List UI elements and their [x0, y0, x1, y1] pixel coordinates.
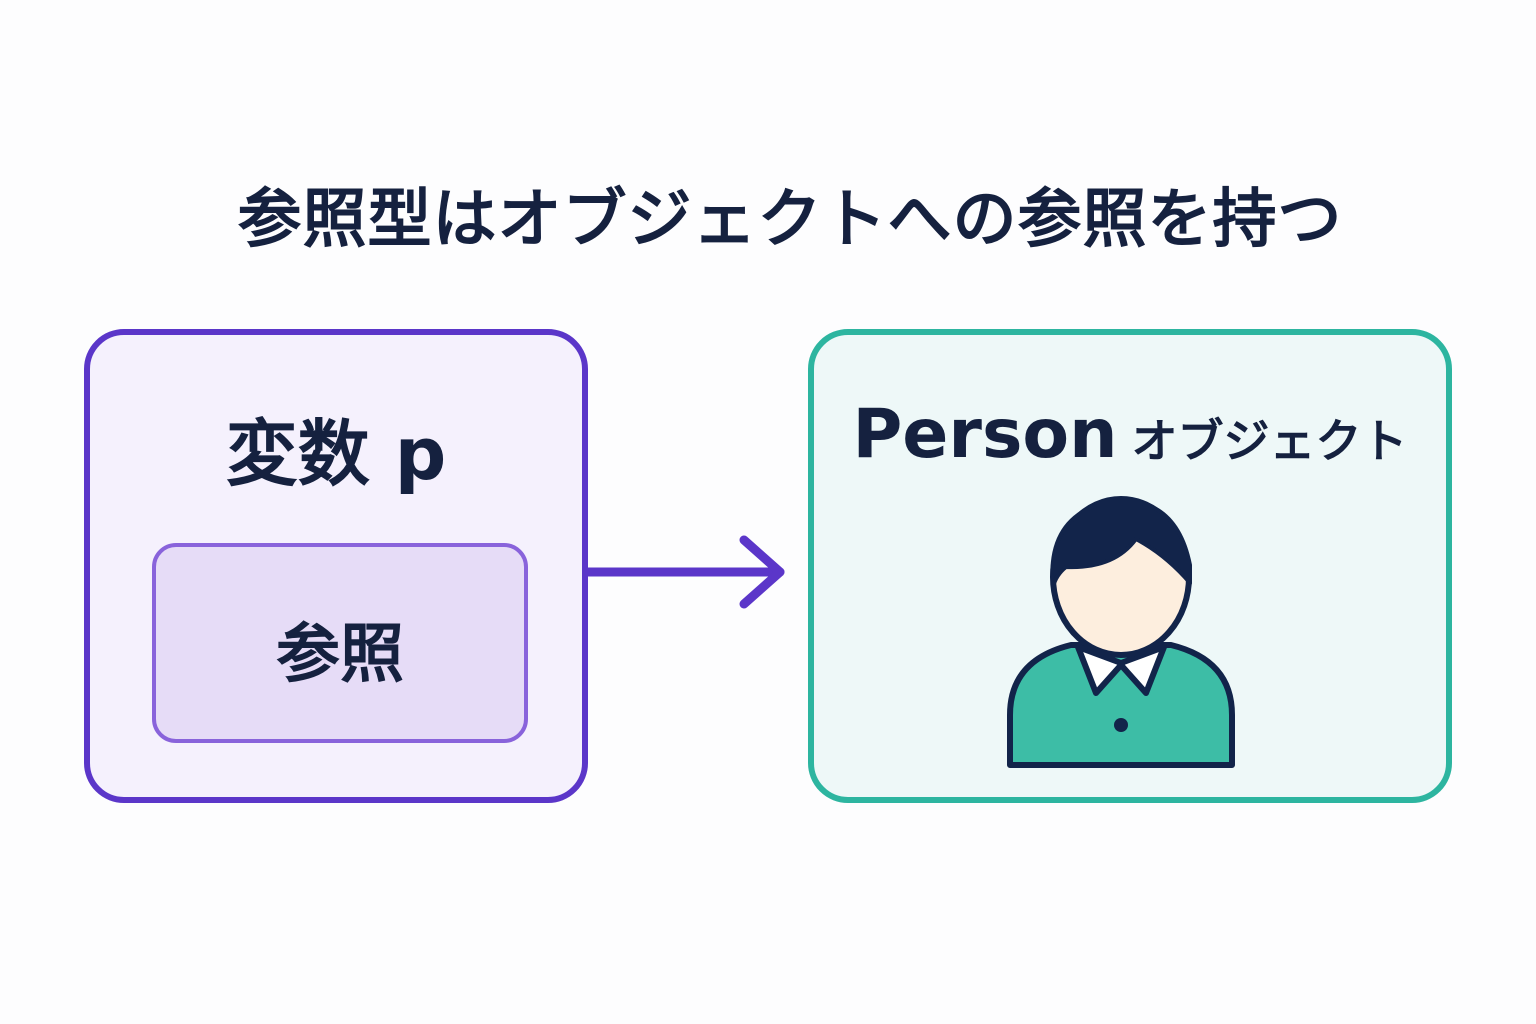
object-kind: オブジェクト	[1131, 414, 1408, 468]
person-shirt	[1007, 642, 1235, 768]
reference-label: 参照	[276, 618, 404, 692]
person-icon	[1007, 496, 1235, 768]
reference-box: 参照	[152, 543, 528, 743]
person-hair	[1050, 498, 1192, 589]
person-button	[1114, 718, 1128, 732]
variable-box: 変数 p 参照	[84, 329, 588, 803]
person-collar	[1075, 644, 1167, 696]
variable-label: 変数 p	[225, 412, 447, 496]
arrow-head	[739, 535, 785, 609]
diagram-title: 参照型はオブジェクトへの参照を持つ	[237, 183, 1343, 257]
object-name: Person	[852, 395, 1118, 474]
right-arrow-icon	[588, 535, 785, 609]
